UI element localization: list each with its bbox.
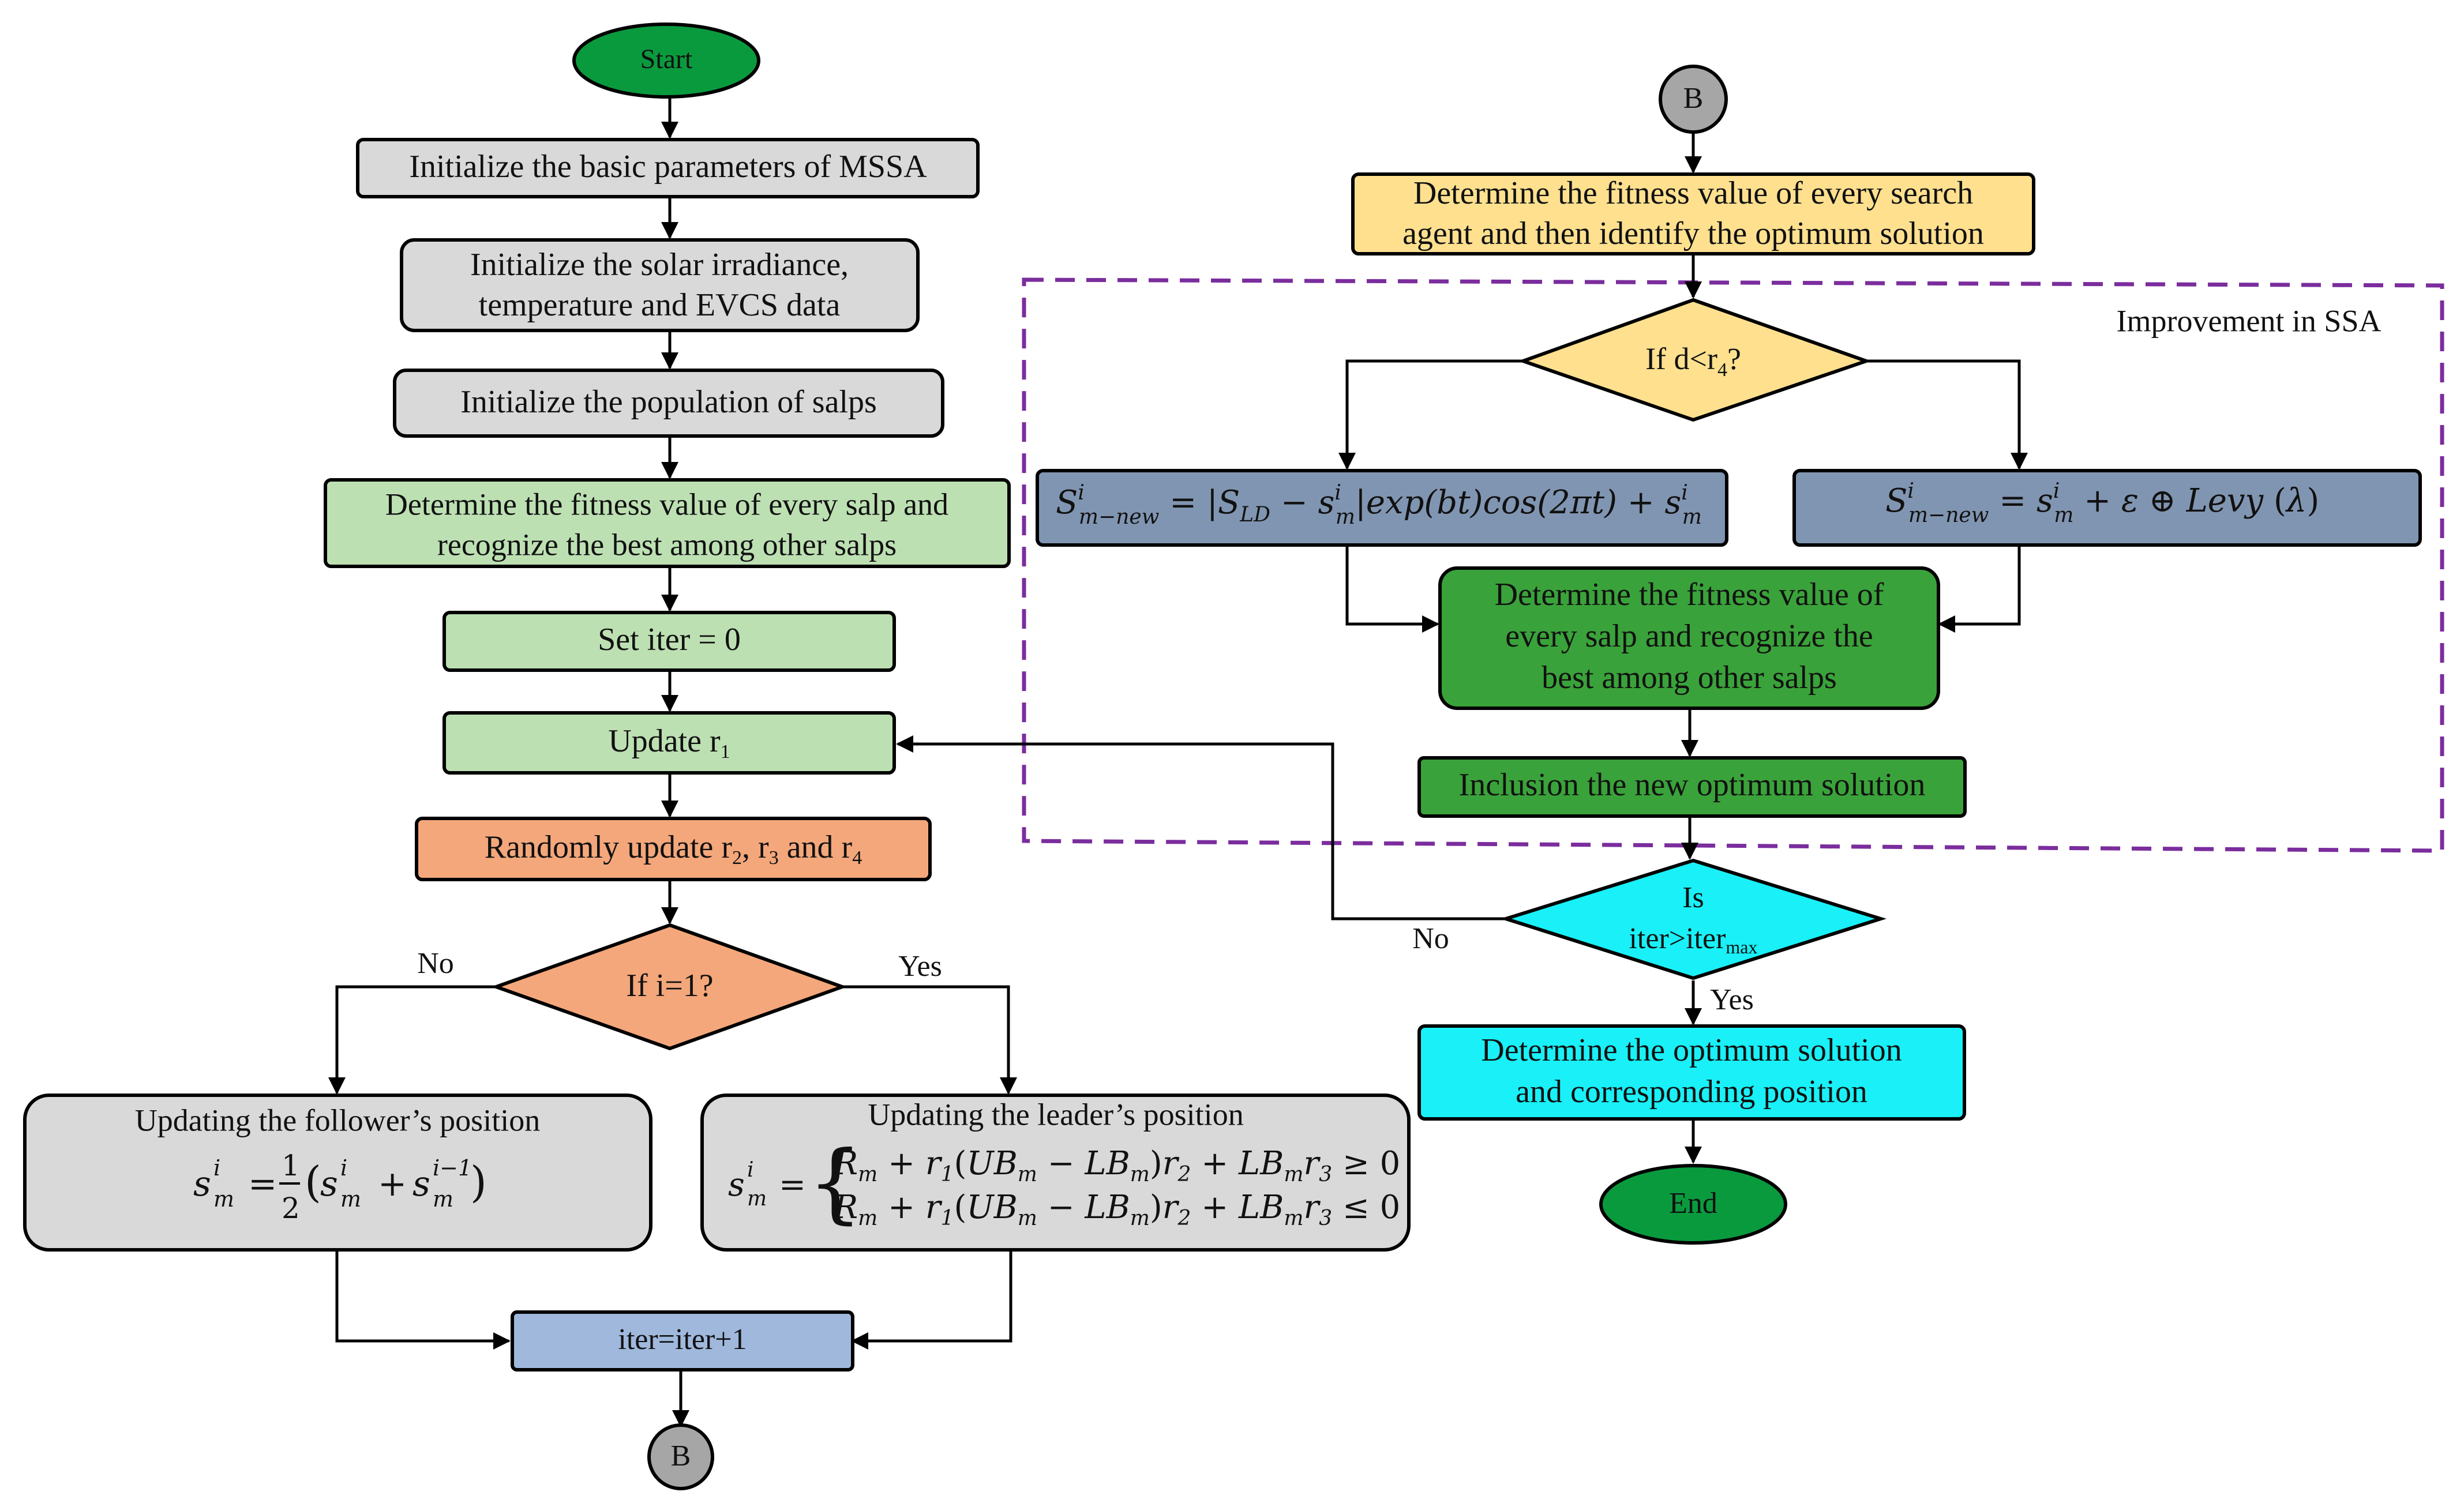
svg-text:Rm + r1(UBm − LBm)r2 + LBmr3 ≤: Rm + r1(UBm − LBm)r2 + LBmr3 ≤ 0	[833, 1189, 1400, 1230]
fitness-green-box: Determine the fitness value of every sal…	[1438, 566, 1940, 710]
init-population-label: Initialize the population of salps	[460, 384, 877, 420]
connector-b-bottom-label: B	[671, 1440, 691, 1472]
search-agent-line2: agent and then identify the optimum solu…	[1402, 216, 1984, 251]
decision-i-yes-label: Yes	[898, 950, 942, 983]
svg-text:=: =	[248, 1164, 277, 1204]
init-data-line1: Initialize the solar irradiance,	[470, 247, 849, 283]
fitness-box: Determine the fitness value of every sal…	[324, 478, 1011, 568]
decision-d: If d<r4?	[1517, 298, 1872, 422]
fitness-green-line1: Determine the fitness value of	[1495, 577, 1884, 613]
decision-iter: Is iter>itermax	[1499, 858, 1887, 980]
leader-title: Updating the leader’s position	[868, 1097, 1243, 1132]
decision-iter-line1: Is	[1682, 881, 1704, 914]
end-terminal: End	[1599, 1164, 1787, 1245]
random-update-label: Randomly update r2, r3 and r4	[485, 829, 862, 869]
decision-iter-no-label: No	[1412, 922, 1449, 955]
leader-box: Updating the leader’s position s i m = {…	[700, 1094, 1411, 1252]
svg-text:m: m	[433, 1186, 453, 1212]
decision-d-label: If d<r4?	[1645, 341, 1741, 380]
leader-equation: s i m = { Rm + r1(UBm − LBm)r2 + LBmr3 ≥…	[728, 1133, 1400, 1233]
update-r1-label: Update r1	[608, 723, 730, 762]
update-r1-box: Update r1	[442, 711, 896, 775]
search-agent-box: Determine the fitness value of every sea…	[1351, 172, 2035, 255]
iter-increment-box: iter=iter+1	[511, 1310, 854, 1372]
search-agent-line1: Determine the fitness value of every sea…	[1413, 175, 1973, 211]
optimum-line1: Determine the optimum solution	[1481, 1032, 1902, 1068]
init-data-box: Initialize the solar irradiance, tempera…	[400, 238, 920, 332]
inclusion-box: Inclusion the new optimum solution	[1417, 756, 1967, 818]
init-data-line2: temperature and EVCS data	[479, 287, 841, 323]
set-iter-label: Set iter = 0	[598, 622, 741, 657]
inclusion-label: Inclusion the new optimum solution	[1459, 767, 1926, 803]
follower-title: Updating the follower’s position	[135, 1103, 540, 1137]
start-terminal: Start	[572, 22, 760, 99]
random-update-box: Randomly update r2, r3 and r4	[415, 817, 932, 881]
svg-text:m: m	[340, 1186, 361, 1212]
svg-text:Sim−new = |SLD − sim|exp(bt)co: Sim−new = |SLD − sim|exp(bt)cos(2πt) + s…	[1056, 481, 1702, 529]
connector-b-bottom: B	[647, 1423, 714, 1490]
improvement-label: Improvement in SSA	[2117, 303, 2382, 338]
svg-text:(: (	[305, 1158, 321, 1207]
svg-text:1: 1	[282, 1149, 300, 1182]
svg-text:s: s	[412, 1164, 430, 1204]
svg-text:{: {	[808, 1133, 862, 1233]
left-connectors	[328, 97, 1017, 1427]
svg-text:=: =	[779, 1166, 806, 1204]
svg-text:Rm + r1(UBm − LBm)r2 + LBmr3 ≥: Rm + r1(UBm − LBm)r2 + LBmr3 ≥ 0	[833, 1145, 1400, 1186]
end-label: End	[1669, 1187, 1717, 1220]
optimum-box: Determine the optimum solution and corre…	[1417, 1024, 1966, 1121]
svg-text:s: s	[320, 1164, 338, 1204]
decision-i: If i=1?	[491, 923, 847, 1051]
fitness-line2: recognize the best among other salps	[437, 527, 897, 562]
follower-box: Updating the follower’s position s i m =…	[23, 1094, 652, 1252]
connector-b-top: B	[1659, 65, 1728, 134]
init-params-label: Initialize the basic parameters of MSSA	[409, 149, 927, 185]
svg-text:+: +	[378, 1164, 407, 1204]
right-connectors	[896, 133, 2028, 1164]
svg-text:s: s	[728, 1166, 745, 1204]
set-iter-box: Set iter = 0	[442, 611, 896, 672]
follower-equation: s i m = 1 2 ( s i m + s i−1 m )	[193, 1149, 487, 1225]
svg-text:s: s	[193, 1164, 211, 1204]
optimum-line2: and corresponding position	[1516, 1074, 1867, 1110]
svg-text:i: i	[747, 1158, 754, 1182]
fitness-green-line2: every salp and recognize the	[1505, 618, 1873, 654]
decision-i-no-label: No	[417, 947, 454, 980]
init-params-box: Initialize the basic parameters of MSSA	[356, 138, 980, 198]
decision-iter-line2: iter>itermax	[1629, 922, 1757, 957]
start-label: Start	[640, 44, 693, 74]
improvement-region	[1022, 277, 2444, 853]
svg-text:m: m	[747, 1187, 767, 1211]
fitness-green-line3: best among other salps	[1542, 660, 1837, 696]
decision-iter-yes-label: Yes	[1710, 983, 1754, 1016]
init-population-box: Initialize the population of salps	[393, 369, 944, 438]
svg-text:): )	[470, 1158, 487, 1207]
svg-text:m: m	[213, 1186, 234, 1212]
decision-i-label: If i=1?	[626, 968, 713, 1004]
fitness-line1: Determine the fitness value of every sal…	[385, 487, 948, 521]
svg-text:i: i	[340, 1155, 347, 1181]
iter-increment-label: iter=iter+1	[618, 1323, 747, 1356]
svg-text:i: i	[213, 1155, 220, 1181]
svg-text:i−1: i−1	[433, 1155, 472, 1181]
connector-b-top-label: B	[1683, 82, 1704, 115]
svg-text:2: 2	[282, 1192, 300, 1225]
